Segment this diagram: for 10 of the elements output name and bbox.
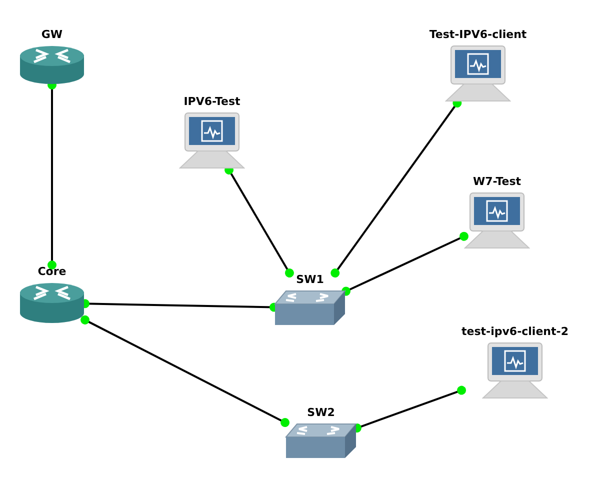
device-label: SW1 bbox=[296, 273, 324, 287]
device-label: Core bbox=[38, 265, 66, 279]
device-label: SW2 bbox=[307, 406, 335, 420]
network-link bbox=[80, 315, 290, 428]
device-label: test-ipv6-client-2 bbox=[462, 325, 568, 339]
network-link bbox=[342, 232, 468, 296]
device-label: Test-IPV6-client bbox=[429, 28, 527, 42]
device-label: GW bbox=[41, 28, 63, 42]
device-label: W7-Test bbox=[472, 175, 522, 189]
device-label: IPV6-Test bbox=[184, 95, 240, 109]
